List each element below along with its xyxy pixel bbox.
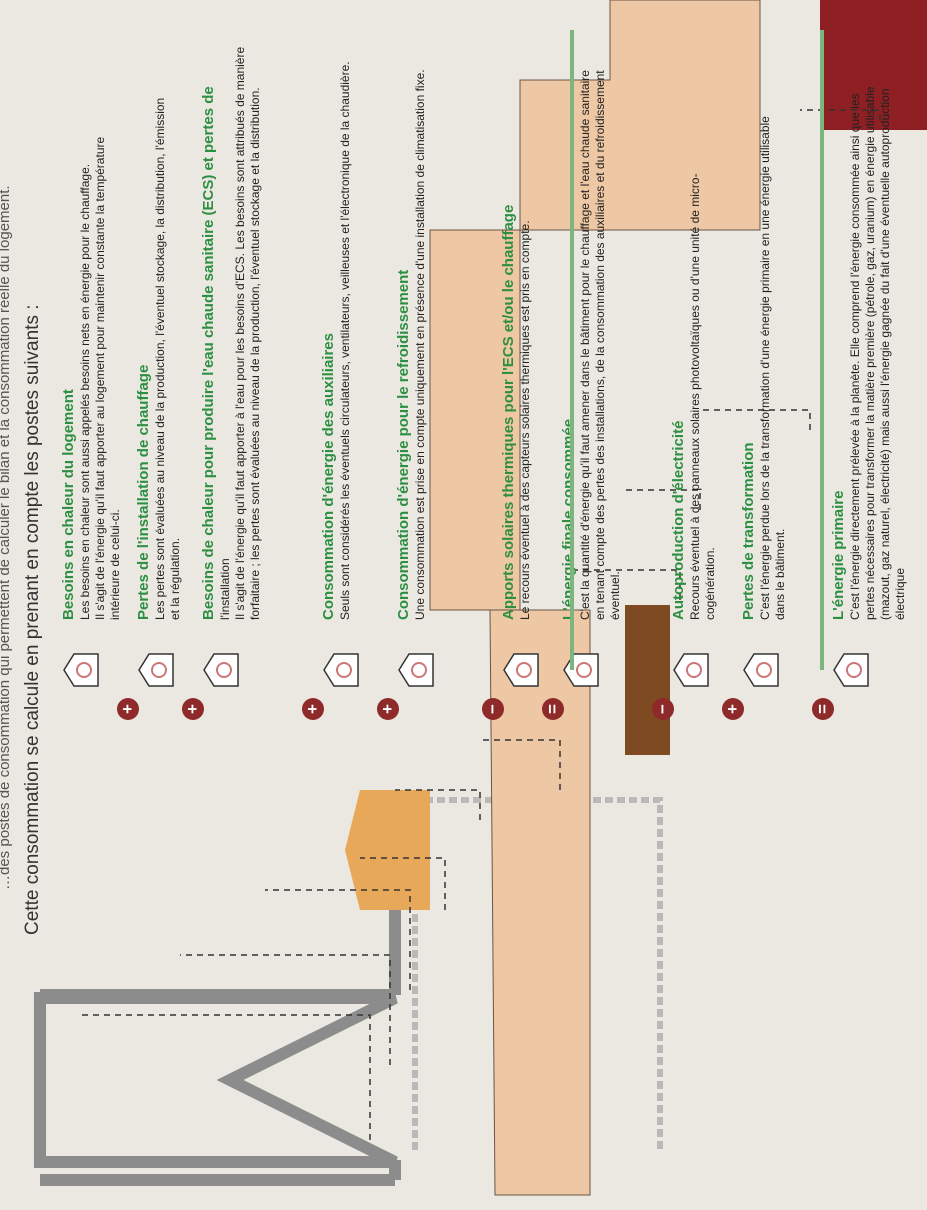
item-description: éventuel. — [608, 20, 623, 620]
item-description: Le recours éventuel à des capteurs solai… — [518, 20, 533, 620]
item-description: Une consommation est prise en compte uni… — [413, 20, 428, 620]
operator-badge: + — [302, 698, 324, 720]
primary-energy-icon — [832, 650, 870, 690]
item-description: (mazout, gaz naturel, électricité) mais … — [878, 20, 893, 620]
item-description: intérieure de celui-ci. — [108, 20, 123, 620]
intro-text: Cette consommation se calcule en prenant… — [22, 304, 44, 935]
shower-icon — [202, 650, 240, 690]
item-description: C'est l'énergie directement prélevée à l… — [848, 20, 863, 620]
item-description: dans le bâtiment. — [773, 20, 788, 620]
operator-badge: − — [482, 698, 504, 720]
item-description: Il s'agit de l'énergie qu'il faut apport… — [233, 20, 248, 620]
house-energy-icon — [562, 650, 600, 690]
separator-green-1 — [570, 30, 574, 670]
item-description: Seuls sont considérés les éventuels circ… — [338, 20, 353, 620]
operator-badge: − — [652, 698, 674, 720]
item-description: en tenant compte des pertes des installa… — [593, 20, 608, 620]
item-title: Besoins en chaleur du logement — [60, 20, 78, 620]
item-title: L'énergie primaire — [830, 20, 848, 620]
item-block: Apports solaires thermiques pour l'ECS e… — [500, 20, 533, 620]
item-title: Consommation d'énergie pour le refroidis… — [395, 20, 413, 620]
operator-badge: + — [182, 698, 204, 720]
item-title: L'énergie finale consommée — [560, 20, 578, 620]
operator-badge: + — [722, 698, 744, 720]
item-title: Apports solaires thermiques pour l'ECS e… — [500, 20, 518, 620]
item-description: Recours éventuel à des panneaux solaires… — [688, 20, 703, 620]
operator-badge: + — [117, 698, 139, 720]
solar-panel-icon — [672, 650, 710, 690]
operator-badge: = — [542, 698, 564, 720]
heat-cap — [345, 790, 430, 910]
snowflake-icon — [397, 650, 435, 690]
item-title: Pertes de transformation — [740, 20, 758, 620]
factory-icon — [742, 650, 780, 690]
item-block: Consommation d'énergie pour le refroidis… — [395, 20, 428, 620]
item-description: Les pertes sont évaluées au niveau de la… — [153, 20, 168, 620]
item-description: C'est la quantité d'énergie qu'il faut a… — [578, 20, 593, 620]
radiator-icon — [137, 650, 175, 690]
item-title: Besoins de chaleur pour produire l'eau c… — [200, 20, 218, 620]
house-walls — [40, 800, 395, 1180]
operator-badge: = — [812, 698, 834, 720]
item-description: électrique — [893, 20, 908, 620]
fan-icon — [322, 650, 360, 690]
item-description: C'est l'énergie perdue lors de la transf… — [758, 20, 773, 620]
item-description: cogénération. — [703, 20, 718, 620]
item-description: l'installation — [218, 20, 233, 620]
separator-green-2 — [820, 30, 824, 670]
item-description: et la régulation. — [168, 20, 183, 620]
item-description: forfaitaire ; les pertes sont évaluées a… — [248, 20, 263, 620]
item-description: Il s'agit de l'énergie qu'il faut apport… — [93, 20, 108, 620]
solar-thermal-icon — [502, 650, 540, 690]
item-block: Besoins de chaleur pour produire l'eau c… — [200, 20, 263, 620]
final-energy-band — [625, 605, 670, 755]
operator-badge: + — [377, 698, 399, 720]
heat-waves-icon — [62, 650, 100, 690]
header-cut-text: …des postes de consommation qui permette… — [0, 185, 13, 890]
item-description: Les besoins en chaleur sont aussi appelé… — [78, 20, 93, 620]
item-title: Autoproduction d'électricité — [670, 20, 688, 620]
item-title: Pertes de l'installation de chauffage — [135, 20, 153, 620]
house-outline — [40, 998, 395, 1162]
item-title: Consommation d'énergie des auxiliaires — [320, 20, 338, 620]
item-description: pertes nécessaires pour transformer la m… — [863, 20, 878, 620]
